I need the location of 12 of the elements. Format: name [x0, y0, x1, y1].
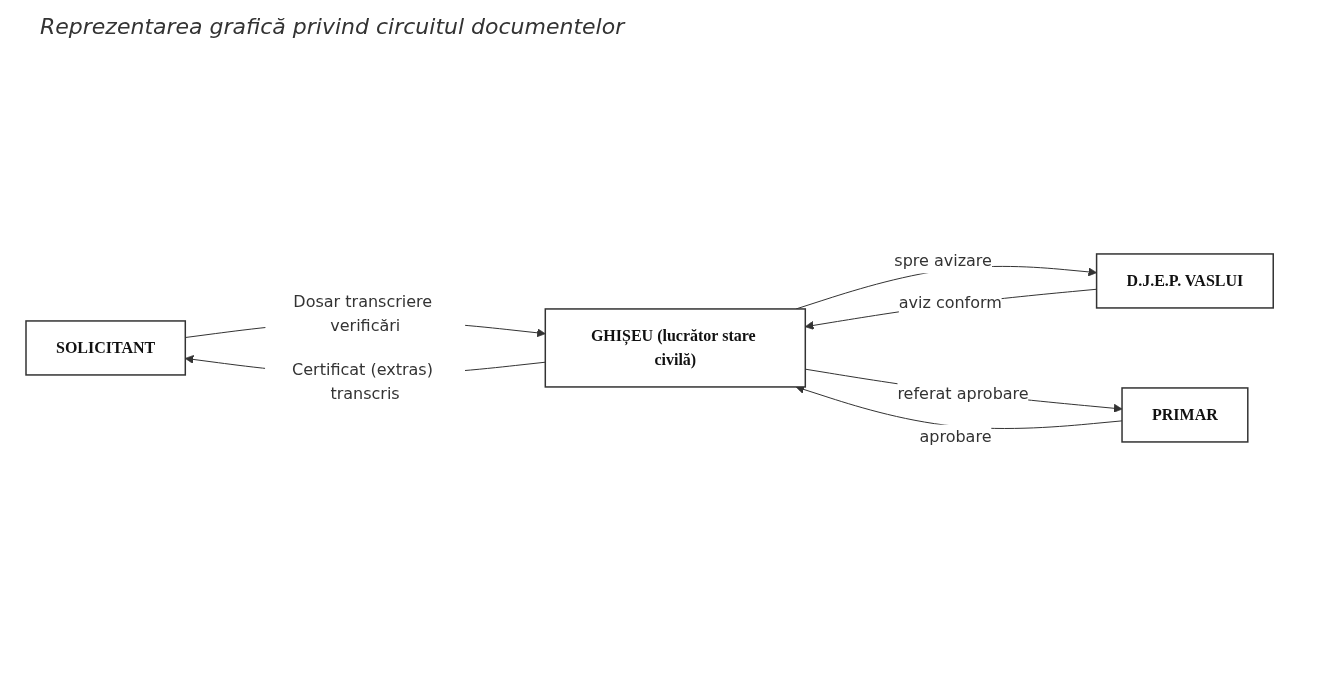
- node-box: D.J.E.P. VASLUI: [1096, 253, 1275, 309]
- diagram-title: Reprezentarea grafică privind circuitul documentelor: [40, 14, 627, 39]
- arrow: [805, 368, 1123, 413]
- edge-label: aprobare: [919, 426, 992, 446]
- edge-label: spre avizare: [894, 251, 993, 271]
- edge-label: Dosar transcriere verificări: [293, 291, 433, 335]
- node-box: GHIȘEU (lucrător stare civilă): [544, 308, 807, 388]
- edge-label: Certificat (extras) transcris: [292, 359, 434, 403]
- node-box: PRIMAR: [1121, 387, 1249, 443]
- node-box: SOLICITANT: [25, 320, 187, 376]
- edge-label: aviz conform: [899, 293, 1003, 313]
- edge-label: referat aprobare: [897, 384, 1030, 404]
